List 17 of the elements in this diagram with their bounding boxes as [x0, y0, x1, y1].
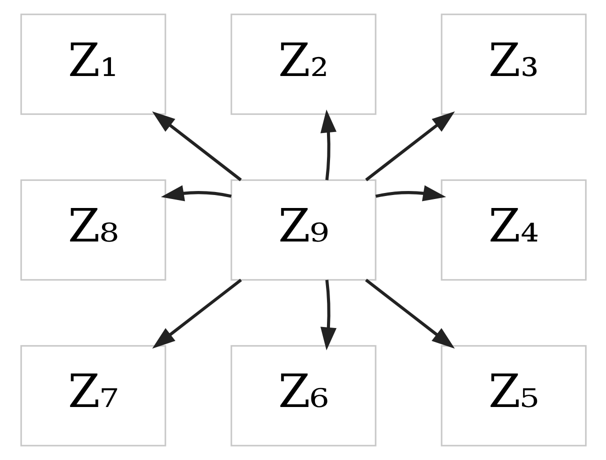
- node-box: Z₆: [230, 345, 376, 446]
- node-box: Z₂: [230, 14, 376, 115]
- arrow: [160, 185, 232, 202]
- arrow: [320, 280, 336, 350]
- node-box: Z₉: [230, 179, 376, 281]
- node-box: Z₄: [440, 179, 586, 281]
- arrow: [374, 185, 446, 202]
- node-box: Z₅: [440, 345, 586, 446]
- node-box: Z₃: [440, 14, 586, 115]
- arrow: [152, 278, 242, 349]
- arrow: [364, 111, 454, 182]
- arrow: [320, 110, 336, 180]
- arrow: [364, 278, 454, 349]
- node-box: Z₁: [20, 14, 166, 115]
- node-box: Z₈: [20, 179, 166, 281]
- arrow: [152, 111, 242, 182]
- node-box: Z₇: [20, 345, 166, 446]
